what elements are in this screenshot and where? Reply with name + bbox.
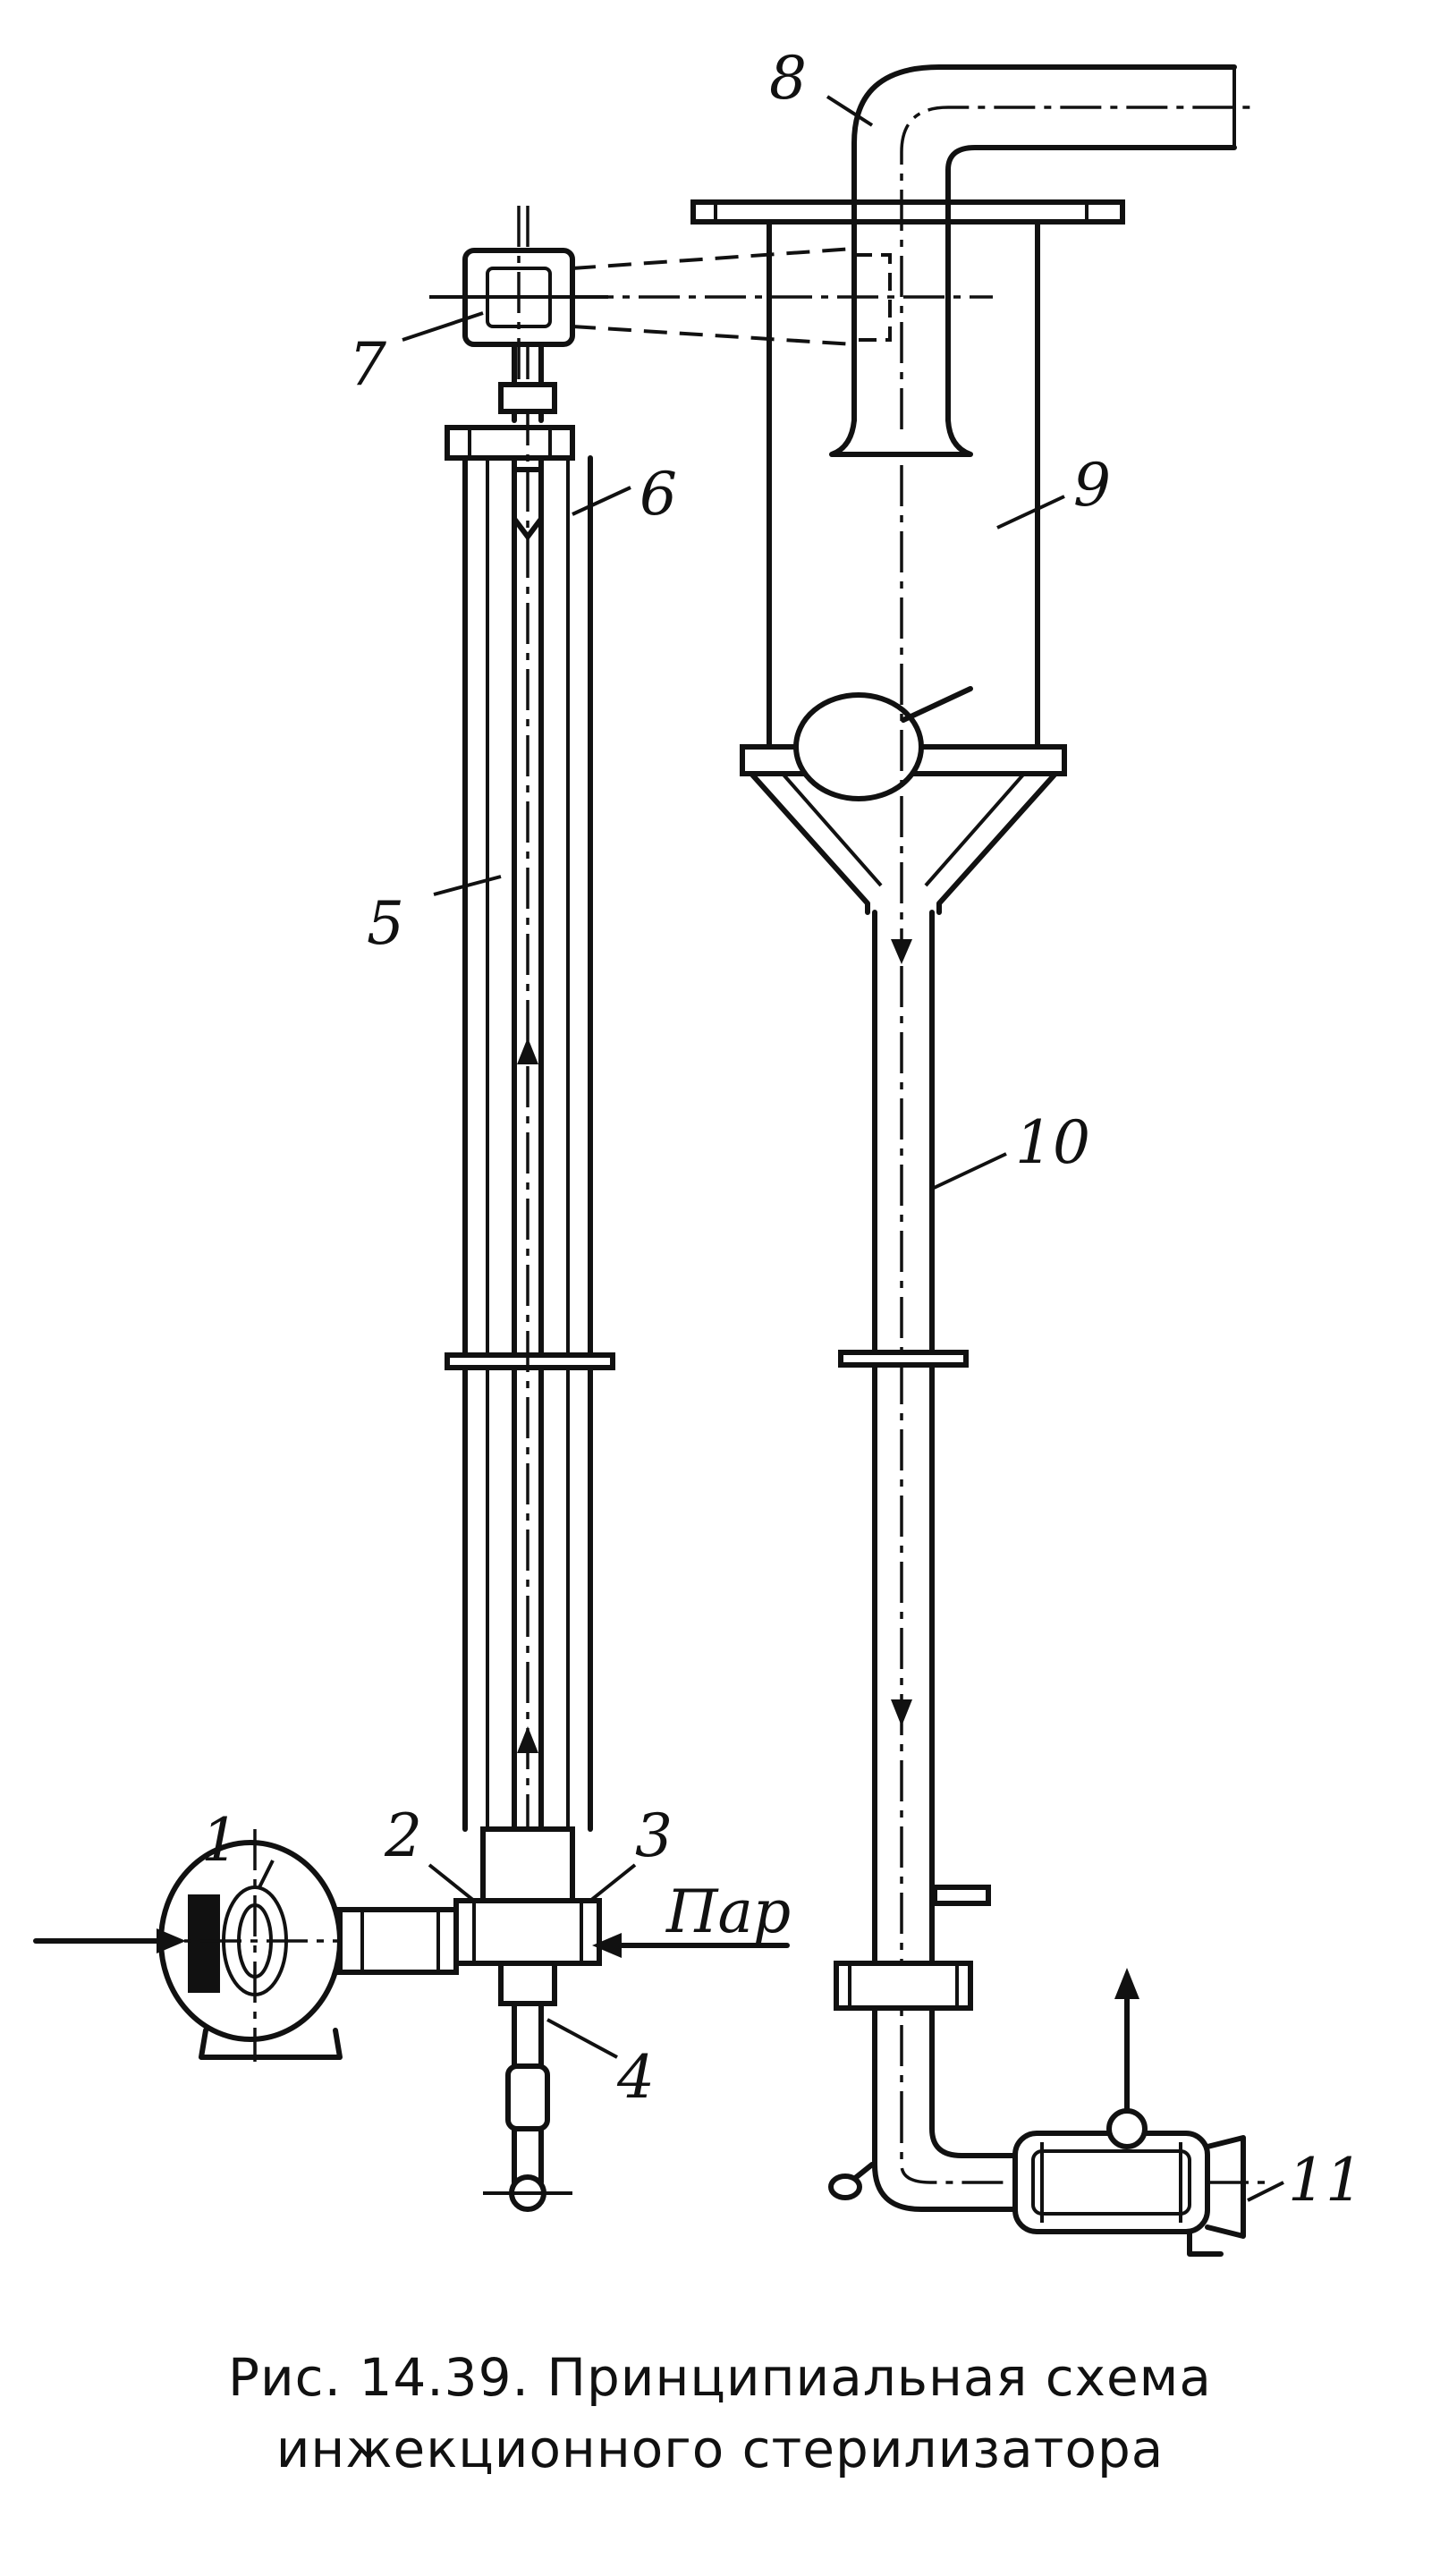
leader-lines: [258, 95, 1284, 2202]
label-11: 11: [1288, 2146, 1363, 2215]
figure-caption-line-2: инжекционного стерилизатора: [275, 2419, 1165, 2479]
label-9: 9: [1073, 451, 1111, 520]
label-1: 1: [201, 1806, 239, 1875]
outlet-pump-11: [1012, 1968, 1270, 2257]
labels: 8 7 6 9 5 10 1 2 3 Пар 4 11: [201, 44, 1363, 2215]
descending-pipe-10: [828, 910, 1018, 2212]
inlet-pump-1: [33, 1829, 459, 2062]
top-flange-plate: [690, 199, 1125, 225]
figure-caption-line-1: Рис. 14.39. Принципиальная схема: [228, 2347, 1212, 2408]
drive-pulley-7: [429, 206, 993, 423]
heater-column-5: [445, 206, 615, 1878]
label-8: 8: [769, 44, 807, 113]
separator-vessel-9: [740, 219, 1067, 964]
steam-label: Пар: [665, 1877, 791, 1946]
label-3: 3: [635, 1801, 673, 1870]
label-10: 10: [1015, 1108, 1090, 1177]
injector-assembly: [453, 1826, 790, 2212]
label-2: 2: [384, 1801, 422, 1870]
label-6: 6: [640, 460, 677, 529]
label-7: 7: [349, 330, 386, 399]
label-4: 4: [616, 2043, 655, 2112]
label-5: 5: [367, 889, 404, 958]
outlet-pipe-8: [829, 64, 1252, 457]
